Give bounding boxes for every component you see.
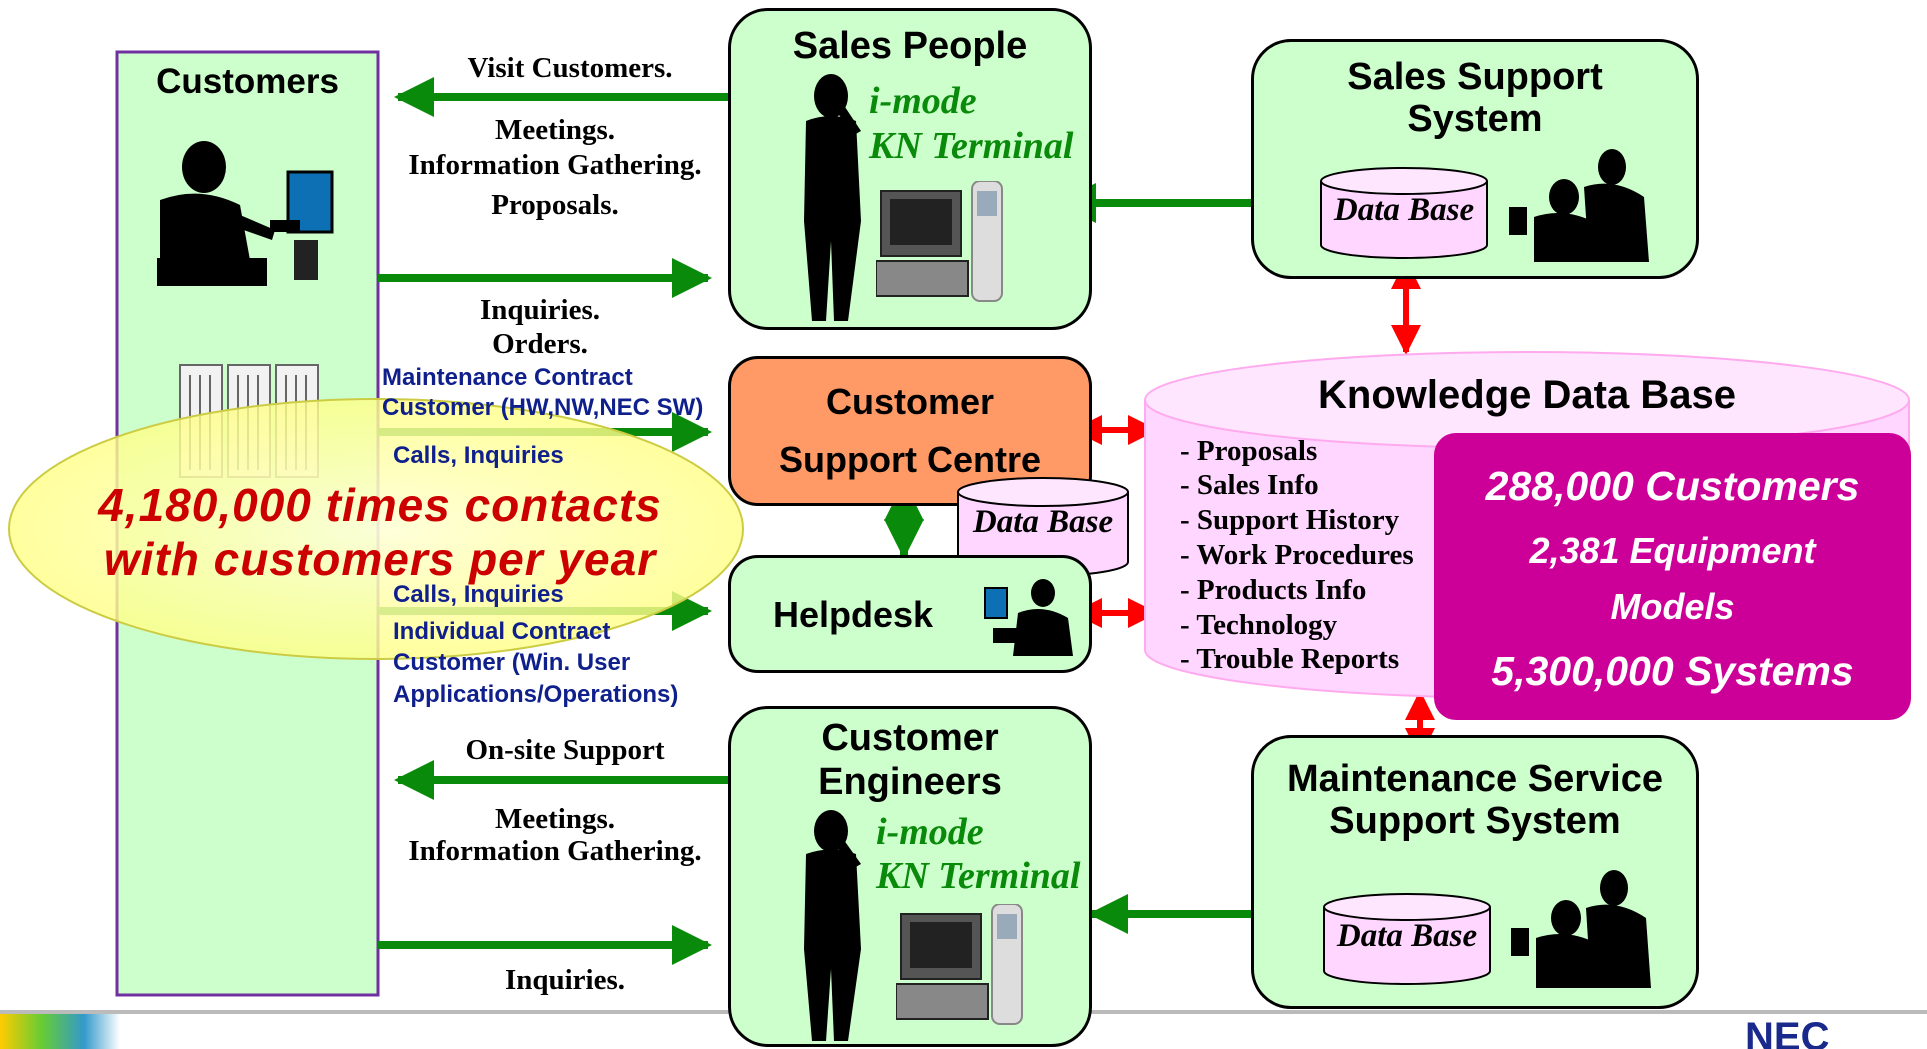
support-db-cylinder-icon: [957, 477, 1129, 577]
label-individual-1: Individual Contract: [393, 618, 611, 645]
sales-imode-label: i-mode: [869, 80, 977, 122]
label-info-gathering: Information Gathering.: [408, 149, 702, 181]
helpdesk-title: Helpdesk: [773, 594, 934, 635]
support-centre-title-2: Support Centre: [778, 439, 1041, 480]
kdb-item: - Sales Info: [1180, 469, 1319, 501]
label-visit-customers: Visit Customers.: [467, 52, 673, 84]
label-proposals: Proposals.: [491, 189, 619, 221]
label-individual-3: Applications/Operations): [393, 681, 679, 708]
db-cylinder-icon: [1320, 167, 1488, 259]
sales-support-title-2: System: [1407, 98, 1543, 140]
label-individual-2: Customer (Win. User: [393, 649, 631, 676]
maint-title-1: Maintenance Service: [1287, 758, 1663, 800]
footer-stripe: [0, 1014, 120, 1049]
sales-people-box: Sales People i-mode KN Terminal: [728, 8, 1092, 330]
engineer-terminal-icon: [896, 904, 1023, 1025]
label-onsite-support: On-site Support: [465, 734, 665, 766]
label-orders: Orders.: [492, 328, 588, 360]
engineers-title-1: Customer: [821, 717, 999, 759]
stat-customers: 288,000 Customers: [1485, 463, 1860, 509]
stat-models-1: 2,381 Equipment: [1529, 530, 1816, 571]
stat-models-2: Models: [1610, 586, 1735, 627]
terminal-icon: [876, 181, 1003, 302]
engineer-silhouette-icon: [804, 810, 861, 1041]
kdb-item: - Trouble Reports: [1180, 643, 1400, 675]
engineers-title-2: Engineers: [818, 761, 1002, 803]
stats-box: [1434, 433, 1911, 720]
customers-title: Customers: [156, 62, 339, 101]
kdb-item: - Support History: [1180, 504, 1400, 536]
sales-people-title: Sales People: [792, 25, 1028, 67]
kdb-item: - Proposals: [1180, 435, 1318, 467]
engineers-imode-label: i-mode: [876, 811, 984, 853]
support-db-label: Data Base: [972, 504, 1114, 540]
label-calls-1: Calls, Inquiries: [393, 442, 564, 469]
helpdesk-operator-icon: [984, 579, 1073, 656]
callout-line-1: 4,180,000 times contacts: [98, 479, 662, 531]
knowledge-db-title: Knowledge Data Base: [1318, 373, 1736, 417]
label-info-gathering-2: Information Gathering.: [408, 835, 702, 867]
label-maint-contract-1: Maintenance Contract: [382, 364, 633, 391]
label-inquiries-2: Inquiries.: [504, 964, 626, 996]
label-calls-2: Calls, Inquiries: [393, 581, 564, 608]
kdb-item: - Products Info: [1180, 574, 1367, 606]
sales-support-db-label: Data Base: [1333, 192, 1475, 228]
kdb-item: - Technology: [1180, 609, 1338, 641]
people-silhouette-icon: [1509, 149, 1649, 262]
callout-line-2: with customers per year: [103, 533, 657, 585]
engineers-kn-terminal-label: KN Terminal: [876, 855, 1081, 897]
maintenance-support-box: Maintenance Service Support System Data …: [1251, 735, 1699, 1009]
support-centre-title-1: Customer: [825, 381, 995, 422]
label-meetings: Meetings.: [495, 114, 615, 146]
label-maint-contract-2: Customer (HW,NW,NEC SW): [382, 394, 704, 421]
sales-support-box: Sales Support System Data Base: [1251, 39, 1699, 279]
maint-title-2: Support System: [1329, 800, 1621, 842]
maint-db-cylinder-icon: [1323, 893, 1491, 985]
helpdesk-box: Helpdesk: [728, 555, 1092, 673]
customer-engineers-box: Customer Engineers i-mode KN Terminal: [728, 706, 1092, 1047]
label-inquiries: Inquiries.: [479, 294, 601, 326]
label-meetings-2: Meetings.: [495, 803, 615, 835]
sales-person-silhouette-icon: [804, 74, 861, 321]
sales-support-title-1: Sales Support: [1347, 56, 1603, 98]
kdb-item: - Work Procedures: [1180, 539, 1414, 571]
customer-at-computer-image: [157, 141, 334, 286]
maint-db-label: Data Base: [1336, 918, 1478, 954]
maint-people-silhouette-icon: [1511, 870, 1651, 988]
sales-kn-terminal-label: KN Terminal: [869, 125, 1074, 167]
stat-systems: 5,300,000 Systems: [1491, 648, 1854, 694]
nec-logo: NEC: [1745, 1022, 1830, 1049]
